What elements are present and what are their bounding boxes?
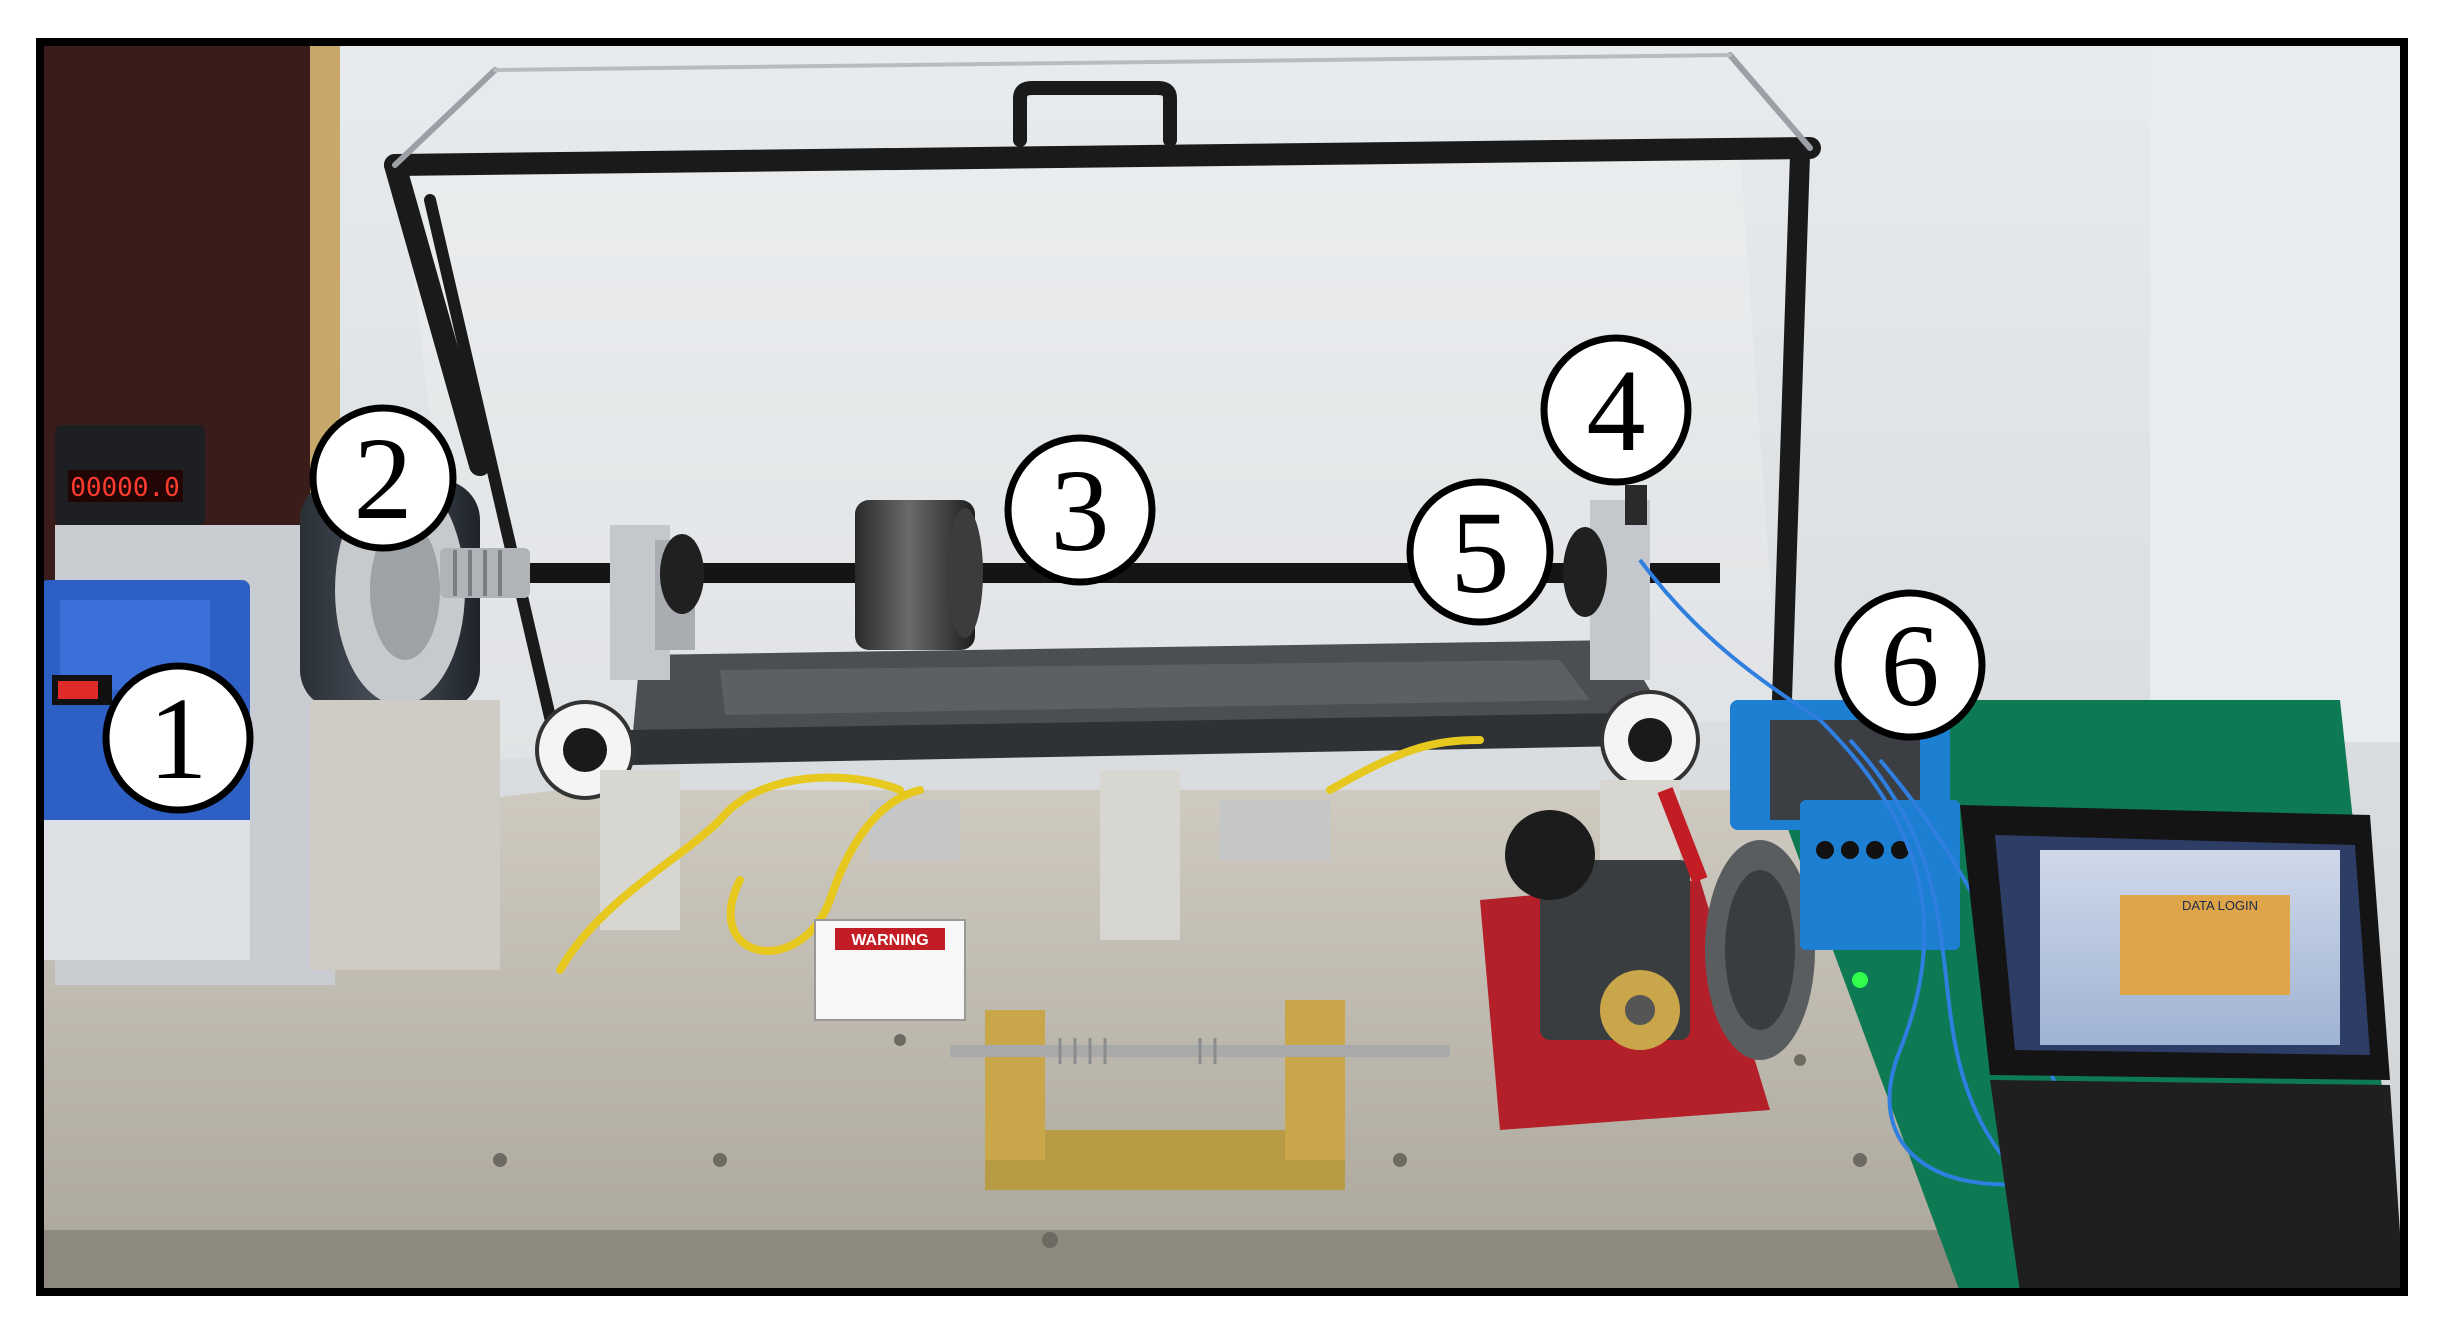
supports bbox=[600, 770, 1680, 940]
rotor-disc bbox=[855, 500, 983, 650]
screw-jack bbox=[950, 1000, 1450, 1190]
callout-1-label: 1 bbox=[149, 673, 208, 804]
laptop-screen-title: DATA LOGIN bbox=[2182, 898, 2258, 913]
callout-4-label: 4 bbox=[1587, 345, 1646, 476]
yellow-tubing bbox=[556, 736, 1484, 974]
callout-6-label: 6 bbox=[1881, 600, 1940, 731]
photo-frame bbox=[36, 38, 2408, 1296]
tachometer-display: 00000.0 bbox=[70, 473, 180, 503]
dial-right bbox=[1600, 690, 1700, 790]
callout-2: 2 bbox=[309, 404, 457, 552]
motor bbox=[300, 475, 500, 970]
base-plate bbox=[630, 640, 1680, 765]
callout-4: 4 bbox=[1540, 334, 1692, 486]
callout-1: 1 bbox=[102, 662, 254, 814]
callout-6: 6 bbox=[1834, 589, 1986, 741]
gearbox bbox=[1480, 787, 1815, 1130]
callout-5-label: 5 bbox=[1451, 487, 1510, 618]
bearing-right bbox=[1563, 485, 1650, 680]
warning-sign: WARNING bbox=[814, 919, 966, 1021]
callout-5: 5 bbox=[1406, 478, 1554, 626]
bearing-left bbox=[610, 525, 704, 680]
warning-sign-text: WARNING bbox=[851, 932, 928, 949]
dial-left bbox=[535, 700, 635, 800]
laptop: DATA LOGIN bbox=[1960, 805, 2404, 1292]
callout-3-label: 3 bbox=[1051, 445, 1110, 576]
callout-2-label: 2 bbox=[354, 413, 413, 544]
callout-3: 3 bbox=[1004, 434, 1156, 586]
